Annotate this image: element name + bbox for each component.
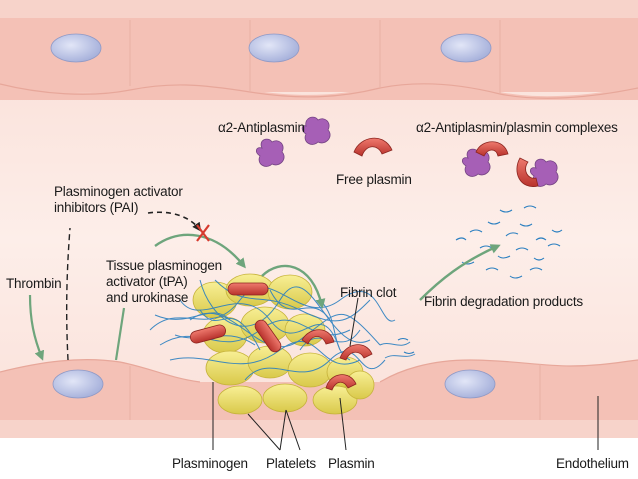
pai-inhibition-arrow	[147, 211, 202, 232]
leader-lines	[212, 297, 599, 451]
label-plasmin: Plasmin	[328, 456, 375, 471]
fibrin-degradation-fragments	[397, 205, 563, 355]
nucleus	[50, 33, 102, 63]
platelet	[205, 350, 255, 386]
degradation-arrow	[419, 244, 501, 301]
inhibition-x-icon	[196, 224, 210, 242]
nucleus	[444, 369, 496, 399]
label-fibrin-degradation-products: Fibrin degradation products	[424, 294, 583, 309]
label-thrombin: Thrombin	[6, 276, 62, 291]
plasmin-to-clot-arrow	[261, 264, 326, 309]
plasmin-molecule	[325, 374, 357, 391]
top-endothelium	[0, 0, 638, 100]
label-antiplasmin-plasmin-complexes: α2-Antiplasmin/plasmin complexes	[416, 120, 618, 135]
label-tpa: Tissue plasminogen activator (tPA) and u…	[106, 258, 222, 305]
platelet	[287, 352, 333, 388]
platelet	[267, 274, 313, 310]
label-plasminogen: Plasminogen	[172, 456, 248, 471]
plasminogen-molecule	[190, 324, 226, 344]
nucleus	[440, 33, 492, 63]
plasminogen-molecule	[254, 319, 282, 353]
label-platelets: Platelets	[266, 456, 316, 471]
antiplasmin-plasmin-complexes	[462, 141, 559, 187]
free-plasmin-molecule	[353, 137, 393, 157]
pathway-arrows	[28, 211, 501, 361]
plasmin-molecule	[301, 329, 335, 345]
platelet	[262, 383, 308, 413]
thrombin-arrow	[28, 294, 45, 361]
nucleus	[248, 33, 300, 63]
label-endothelium: Endothelium	[556, 456, 629, 471]
label-antiplasmin: α2-Antiplasmin	[218, 120, 305, 135]
label-free-plasmin: Free plasmin	[336, 172, 412, 187]
antiplasmin-molecules	[256, 116, 331, 167]
nucleus	[52, 369, 104, 399]
label-fibrin-clot: Fibrin clot	[340, 285, 397, 300]
label-pai: Plasminogen activator inhibitors (PAI)	[54, 184, 183, 215]
clot-plasmin	[190, 282, 373, 391]
platelet	[312, 385, 358, 415]
pai-release-line	[65, 227, 71, 361]
tpa-activation-arrow	[154, 233, 246, 269]
tpa-release-arrow	[114, 307, 126, 361]
plasminogen-molecule	[227, 282, 269, 296]
platelet	[217, 385, 263, 415]
plasmin-molecule	[339, 344, 373, 361]
